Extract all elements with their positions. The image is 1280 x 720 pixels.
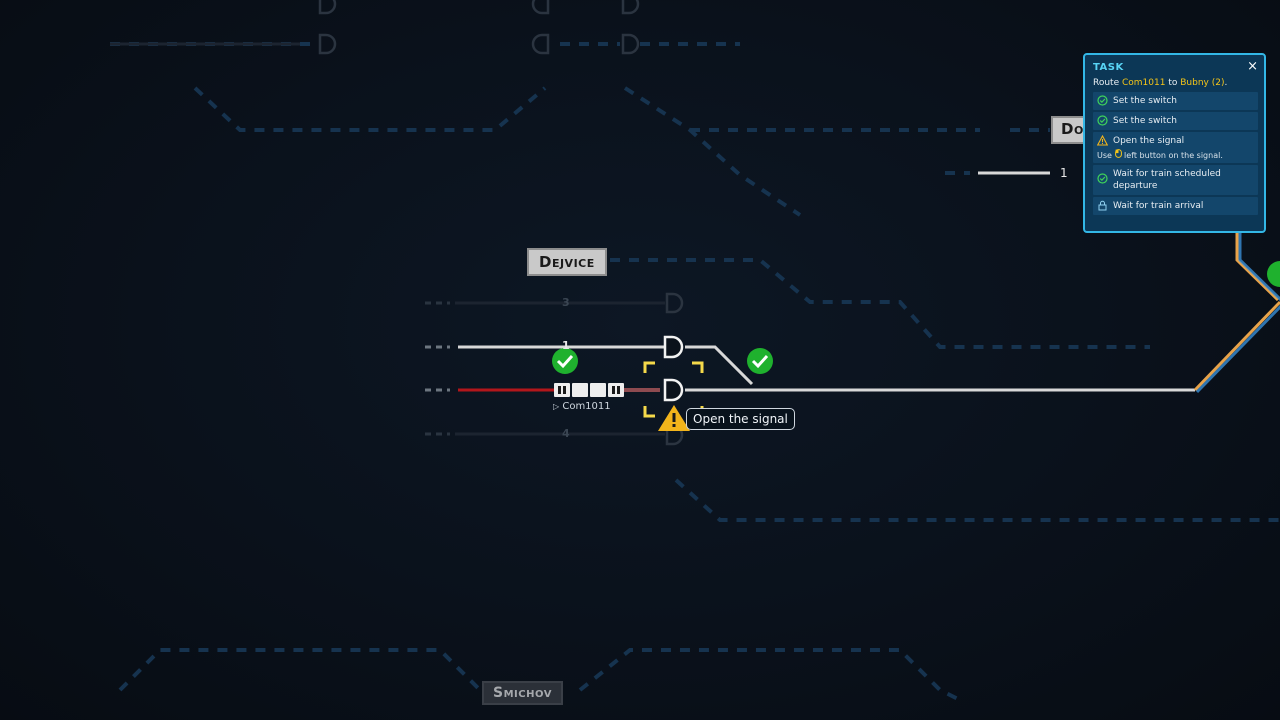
close-icon[interactable]: × xyxy=(1247,59,1258,74)
route-prefix: Route xyxy=(1093,78,1122,88)
train-direction-icon: ▷ xyxy=(553,402,560,411)
signal-top-4[interactable] xyxy=(318,0,337,15)
inactive-network xyxy=(110,42,1280,702)
dim-tracks xyxy=(110,42,665,436)
signal-track2[interactable] xyxy=(663,378,684,402)
route-check-icon xyxy=(1267,261,1280,287)
warning-icon xyxy=(1097,135,1110,146)
task-step-label: Set the switch xyxy=(1113,96,1178,106)
check-circle-icon xyxy=(1097,95,1110,106)
lock-icon xyxy=(1097,200,1110,211)
track-number-1: 1 xyxy=(562,339,570,352)
signal-top-2[interactable] xyxy=(531,33,550,55)
task-header: TASK × xyxy=(1093,59,1258,75)
train-com1011[interactable] xyxy=(554,383,624,397)
task-title: TASK xyxy=(1093,61,1124,73)
track-number-3: 3 xyxy=(562,296,570,309)
signal-track3[interactable] xyxy=(665,292,684,314)
active-tracks xyxy=(458,171,1195,392)
task-step-set-switch-2: Set the switch xyxy=(1093,112,1258,130)
task-step-wait-arrival: Wait for train arrival xyxy=(1093,197,1258,215)
task-step-hint: Use left button on the signal. xyxy=(1097,149,1223,160)
signal-tooltip: Open the signal xyxy=(686,408,795,430)
highlighted-route xyxy=(1193,230,1280,394)
train-name: Com1011 xyxy=(562,401,611,412)
signal-top-3[interactable] xyxy=(621,33,640,55)
hint-prefix: Use xyxy=(1097,151,1115,160)
task-step-label: Wait for train scheduled departure xyxy=(1113,169,1221,191)
signal-track1[interactable] xyxy=(663,335,684,359)
warning-icon xyxy=(658,405,690,431)
station-label-partial[interactable]: Do xyxy=(1061,120,1084,138)
task-step-open-signal: Open the signal Use left button on the s… xyxy=(1093,132,1258,163)
mouse-icon xyxy=(1114,149,1122,160)
signal-top-5[interactable] xyxy=(531,0,550,15)
station-label-smichov[interactable]: Smichov xyxy=(482,681,563,705)
task-step-wait-departure: Wait for train scheduled departure xyxy=(1093,165,1258,195)
signal-top-1[interactable] xyxy=(318,33,337,55)
check-circle-icon xyxy=(1097,115,1110,126)
track-number-right-1: 1 xyxy=(1060,166,1068,180)
signals xyxy=(318,0,684,446)
task-step-set-switch-1: Set the switch xyxy=(1093,92,1258,110)
hint-suffix: left button on the signal. xyxy=(1121,151,1223,160)
check-circle-icon xyxy=(1097,173,1110,184)
route-suffix: . xyxy=(1224,78,1228,88)
route-destination: Bubny (2) xyxy=(1180,78,1225,88)
switch-check-1-icon xyxy=(552,348,578,374)
route-middle: to xyxy=(1165,78,1181,88)
train-label[interactable]: ▷ Com1011 xyxy=(553,401,611,412)
task-step-label: Open the signal xyxy=(1113,136,1185,146)
route-train: Com1011 xyxy=(1122,78,1166,88)
task-step-label: Set the switch xyxy=(1113,116,1178,126)
switch-check-2-icon xyxy=(747,348,773,374)
track-number-4: 4 xyxy=(562,427,570,440)
switch-diagonal xyxy=(685,345,754,386)
task-panel: TASK × Route Com1011 to Bubny (2). Set t… xyxy=(1083,53,1266,233)
station-label-dejvice[interactable]: Dejvice xyxy=(527,248,607,276)
task-route: Route Com1011 to Bubny (2). xyxy=(1093,78,1258,88)
signal-top-6[interactable] xyxy=(621,0,640,15)
task-step-label: Wait for train arrival xyxy=(1113,201,1204,211)
